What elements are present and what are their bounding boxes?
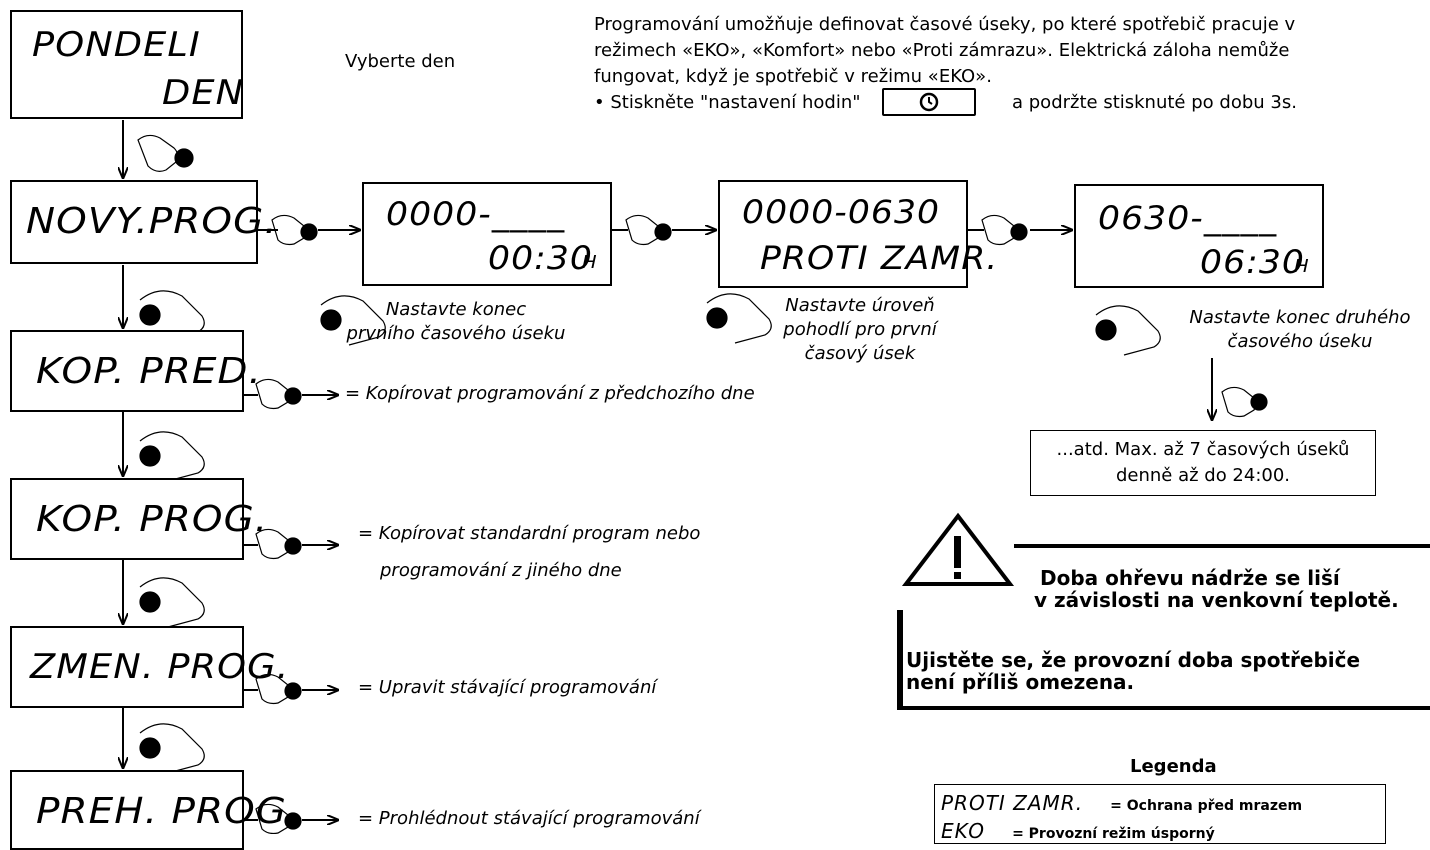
day-label: DEN — [162, 73, 245, 113]
etc-box: ...atd. Max. až 7 časových úseků denně a… — [1030, 430, 1376, 496]
intro-step-suffix: a podržte stisknuté po dobu 3s. — [1012, 92, 1297, 113]
screen-top: 0630-____ — [1098, 199, 1278, 237]
etc-line-2: denně až do 24:00. — [1115, 465, 1291, 486]
menu-copy-program[interactable]: KOP. PROG. — [10, 478, 267, 560]
legend-code-frost: PROTI ZAMR. — [941, 791, 1084, 815]
menu-label: ZMEN. PROG. — [30, 647, 290, 687]
menu-label: NOVY.PROG. — [26, 201, 278, 242]
copy-previous-desc: = Kopírovat programování z předchozího d… — [345, 383, 755, 404]
screen-end-first-slot: 0000-____ 00:30 H — [362, 182, 612, 286]
screen-comfort-level: 0000-0630 PROTI ZAMR. — [718, 180, 997, 288]
caption-comfort-level: Nastavte úroveň pohodlí pro první časový… — [760, 294, 960, 366]
press-icon — [137, 134, 194, 172]
caption-line: Nastavte konec druhého — [1189, 307, 1411, 328]
screen-end-second-slot: 0630-____ 06:30 H — [1074, 184, 1324, 288]
menu-edit-program[interactable]: ZMEN. PROG. — [10, 626, 288, 708]
intro-step-prefix: • Stiskněte "nastavení hodin" — [594, 92, 861, 113]
edit-program-desc: = Upravit stávající programování — [358, 677, 657, 698]
intro-text: Programování umožňuje definovat časové ú… — [594, 12, 1430, 116]
menu-label: KOP. PRED. — [36, 351, 262, 392]
caption-line: časového úseku — [1227, 331, 1373, 352]
menu-label: PREH. PROG. — [36, 791, 301, 832]
caption-line: pohodlí pro první — [783, 319, 937, 340]
caption-end-first-slot: Nastavte konec prvního časového úseku — [338, 298, 574, 346]
caption-line: Nastavte úroveň — [785, 295, 935, 316]
screen-bottom: PROTI ZAMR. — [760, 239, 999, 277]
caption-end-second-slot: Nastavte konec druhého časového úseku — [1180, 306, 1420, 354]
legend-box: PROTI ZAMR. = Ochrana před mrazem EKO = … — [934, 784, 1386, 844]
day-select-display: PONDELI DEN — [10, 10, 243, 119]
screen-bottom: 00:30 — [488, 239, 593, 277]
intro-line-3: fungovat, když je spotřebič v režimu «EK… — [594, 66, 992, 87]
warning-text-1: Doba ohřevu nádrže se liší — [1040, 566, 1340, 590]
legend-title: Legenda — [1130, 756, 1217, 777]
screen-bottom: 06:30 — [1200, 243, 1305, 281]
caption-line: prvního časového úseku — [346, 323, 566, 344]
caption-line: časový úsek — [804, 343, 916, 364]
intro-line-2: režimech «EKO», «Komfort» nebo «Proti zá… — [594, 40, 1290, 61]
screen-top: 0000-____ — [386, 195, 566, 233]
menu-new-program[interactable]: NOVY.PROG. — [10, 180, 277, 264]
intro-line-1: Programování umožňuje definovat časové ú… — [594, 14, 1296, 35]
menu-label: KOP. PROG. — [36, 499, 269, 540]
legend-text-eco: = Provozní režim úsporný — [1012, 826, 1215, 842]
select-day-label: Vyberte den — [345, 51, 456, 72]
menu-view-program[interactable]: PREH. PROG. — [10, 770, 299, 850]
legend-text-frost: = Ochrana před mrazem — [1110, 798, 1303, 814]
menu-copy-previous[interactable]: KOP. PRED. — [10, 330, 261, 412]
clock-button[interactable] — [882, 88, 976, 116]
screen-unit: H — [1294, 256, 1310, 277]
warning-icon — [901, 512, 1015, 586]
screen-top: 0000-0630 — [742, 193, 941, 231]
warning-text-3: Ujistěte se, že provozní doba spotřebiče — [906, 648, 1361, 672]
clock-icon — [919, 92, 939, 112]
legend-code-eco: EKO — [941, 819, 985, 843]
etc-line-1: ...atd. Max. až 7 časových úseků — [1056, 439, 1350, 460]
warning-text-4: není příliš omezena. — [906, 670, 1135, 694]
caption-line: Nastavte konec — [385, 299, 527, 320]
warning-text-2: v závislosti na venkovní teplotě. — [1034, 588, 1399, 612]
day-name: PONDELI — [32, 25, 201, 65]
copy-program-desc-1: = Kopírovat standardní program nebo — [358, 523, 701, 544]
screen-unit: H — [582, 252, 598, 273]
view-program-desc: = Prohlédnout stávající programování — [358, 808, 700, 829]
copy-program-desc-2: programování z jiného dne — [380, 560, 622, 581]
